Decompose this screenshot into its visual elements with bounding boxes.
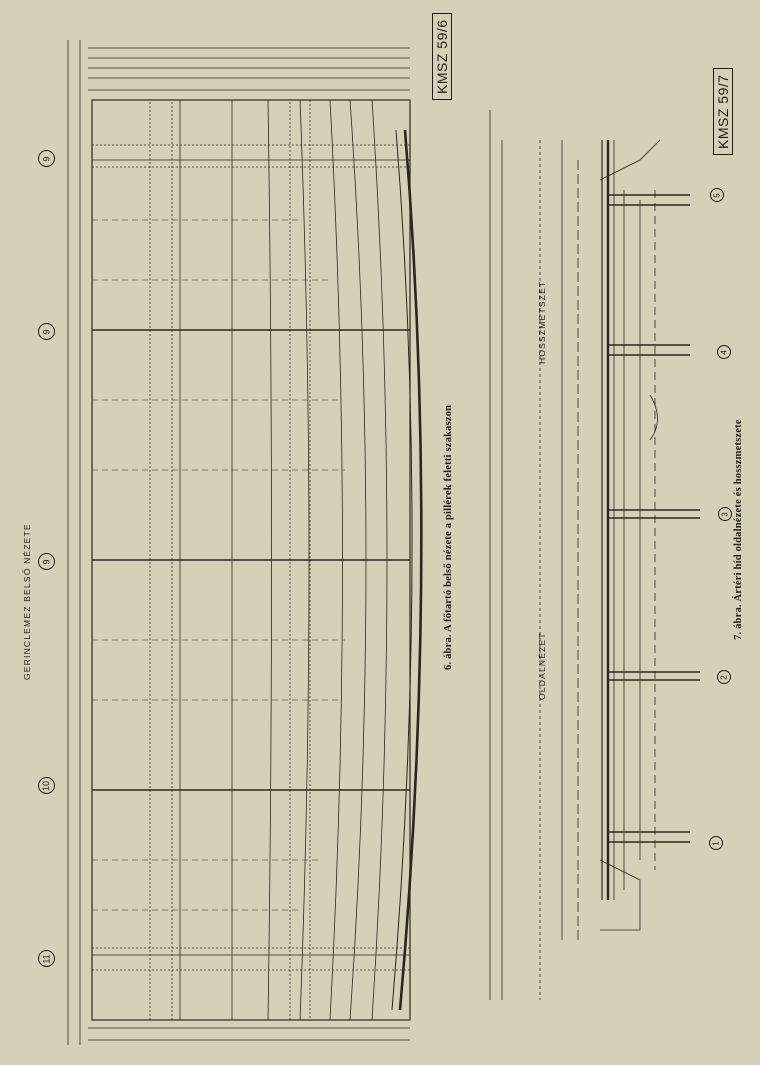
axis-marker-11: 11 — [38, 950, 55, 967]
support-marker-2: 2 — [717, 670, 731, 684]
longitudinal-section-label: HOSSZMETSZET — [537, 280, 547, 364]
figure-7-stamp: KMSZ 59/7 — [713, 68, 733, 155]
support-marker-3: 3 — [718, 507, 732, 521]
figure-6-view-label: GERINCLEMEZ BELSŐ NÉZETE — [22, 523, 32, 680]
side-view-label: OLDALNÉZET — [537, 632, 547, 700]
support-marker-4: 4 — [717, 345, 731, 359]
figure-6-stamp: KMSZ 59/6 — [432, 13, 452, 100]
axis-marker-9-upper: 9 — [38, 323, 55, 340]
figure-7-caption: 7. ábra. Ártéri híd oldalnézete és hossz… — [733, 419, 744, 640]
figure-6-caption: 6. ábra. A főtartó belső nézete a pillér… — [443, 404, 454, 670]
support-marker-1: 1 — [709, 836, 723, 850]
axis-marker-9-top: 9 — [38, 150, 55, 167]
axis-marker-10: 10 — [38, 777, 55, 794]
axis-marker-9-mid: 9 — [38, 553, 55, 570]
support-marker-5: 5 — [710, 188, 724, 202]
